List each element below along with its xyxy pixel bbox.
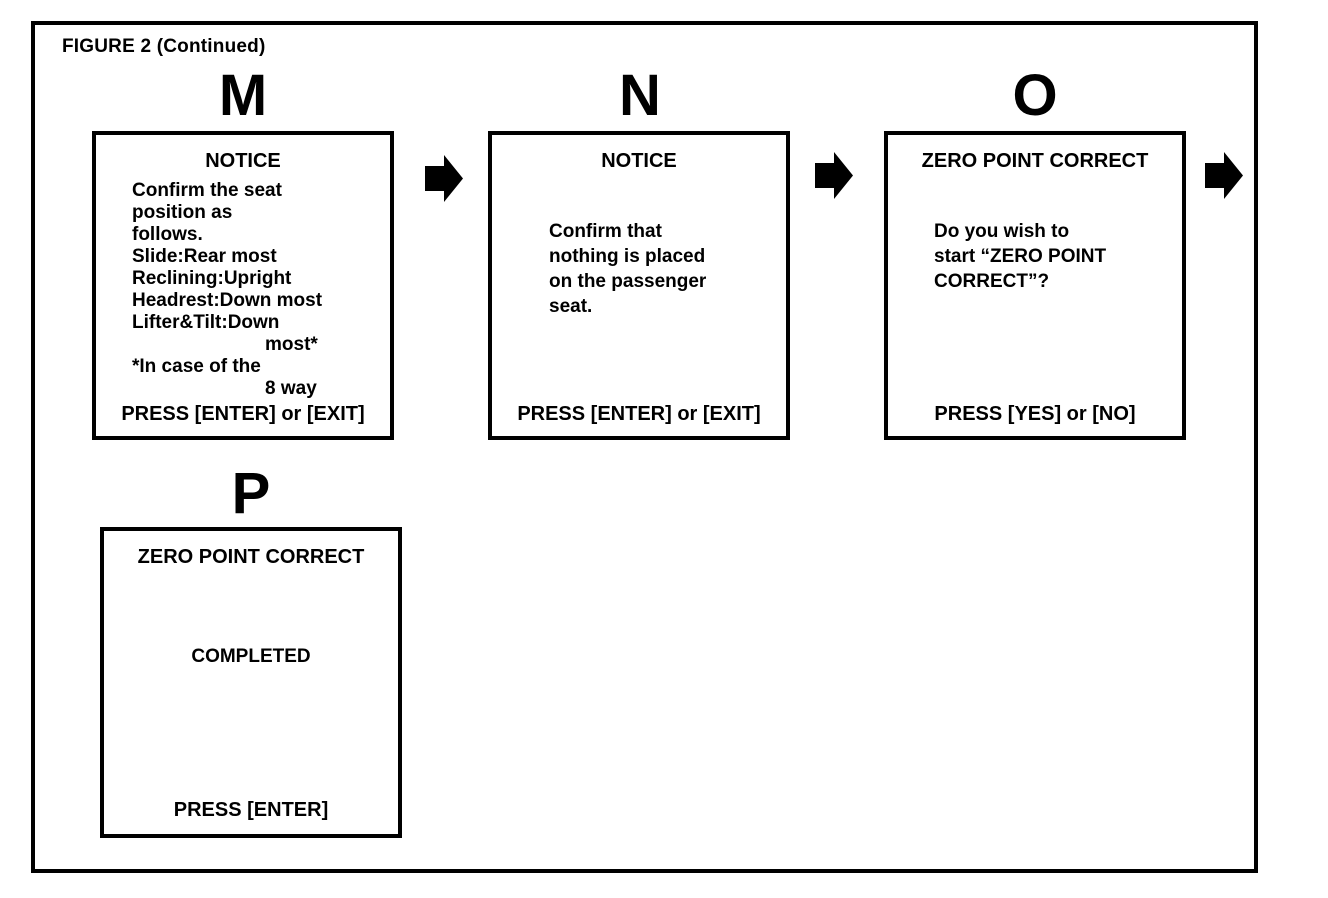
screen-body-line: on the passenger [549, 271, 707, 292]
screen-o: ZERO POINT CORRECT Do you wish to start … [884, 131, 1186, 440]
step-label-p: P [231, 461, 271, 526]
screen-body-line: CORRECT”? [934, 271, 1050, 292]
screen-p-header: ZERO POINT CORRECT [137, 546, 365, 568]
screen-n-body: Confirm that nothing is placed on the pa… [492, 219, 786, 319]
screen-n-header: NOTICE [601, 150, 677, 172]
screen-body-line: *In case of the [132, 356, 261, 377]
screen-body-line: follows. [132, 224, 203, 245]
screen-m: NOTICE Confirm the seat position as foll… [92, 131, 394, 440]
screen-body-line: Do you wish to [934, 221, 1070, 242]
right-arrow-icon [425, 155, 463, 202]
step-label-m: M [218, 63, 268, 128]
screen-o-footer: PRESS [YES] or [NO] [934, 403, 1136, 425]
screen-o-body: Do you wish to start “ZERO POINT CORRECT… [888, 219, 1182, 294]
screen-n: NOTICE Confirm that nothing is placed on… [488, 131, 790, 440]
screen-body-line: position as [132, 202, 233, 223]
screen-body-line: Reclining:Upright [132, 268, 292, 289]
screen-body-line: seat. [549, 296, 593, 317]
screen-m-header: NOTICE [205, 150, 281, 172]
step-label-o: O [1012, 63, 1058, 128]
screen-m-body: Confirm the seat position as follows. Sl… [96, 180, 390, 400]
screen-p-body: COMPLETED [104, 644, 398, 669]
step-label-n: N [619, 63, 661, 128]
screen-m-footer: PRESS [ENTER] or [EXIT] [121, 403, 365, 425]
screen-p-footer: PRESS [ENTER] [173, 799, 329, 821]
right-arrow-icon [1205, 152, 1243, 199]
figure-title: FIGURE 2 (Continued) [62, 36, 266, 57]
screen-body-line: Confirm that [549, 221, 662, 242]
screen-o-header: ZERO POINT CORRECT [921, 150, 1149, 172]
screen-body-line: 8 way [265, 378, 317, 399]
screen-body-line: COMPLETED [191, 646, 311, 667]
screen-body-line: start “ZERO POINT [934, 246, 1107, 267]
screen-body-line: Confirm the seat [132, 180, 282, 201]
screen-body-line: Slide:Rear most [132, 246, 277, 267]
screen-p: ZERO POINT CORRECT COMPLETED PRESS [ENTE… [100, 527, 402, 838]
screen-body-line: Lifter&Tilt:Down [132, 312, 280, 333]
screen-body-line: nothing is placed [549, 246, 706, 267]
screen-body-line: most* [265, 334, 318, 355]
right-arrow-icon [815, 152, 853, 199]
screen-body-line: Headrest:Down most [132, 290, 323, 311]
screen-n-footer: PRESS [ENTER] or [EXIT] [517, 403, 761, 425]
